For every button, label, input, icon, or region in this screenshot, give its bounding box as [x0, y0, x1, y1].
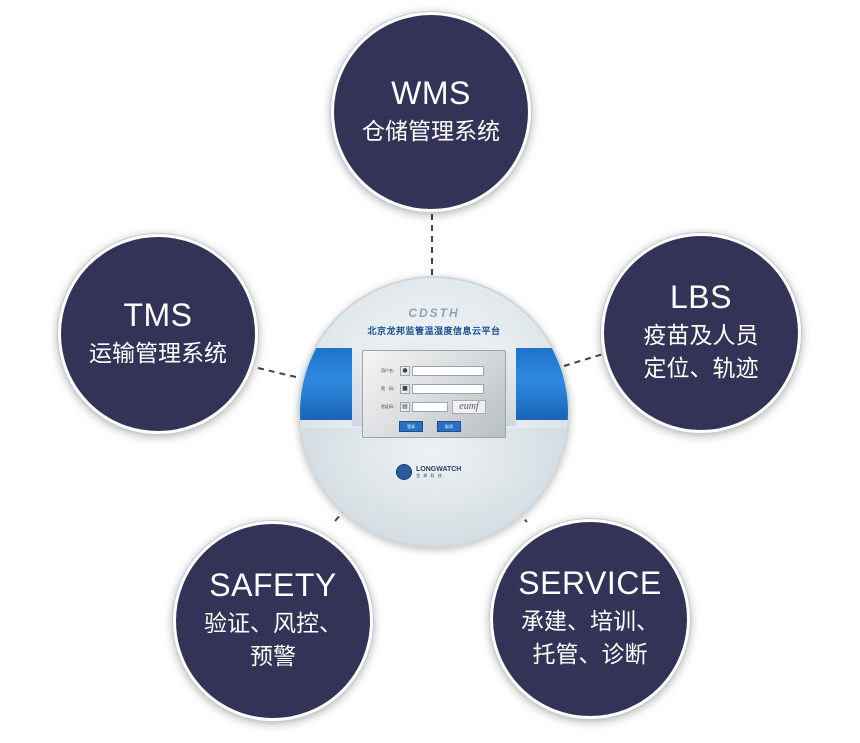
cancel-button[interactable]: 取消 [437, 421, 461, 432]
platform-title: 北京龙邦监管温湿度信息云平台 [367, 327, 501, 337]
node-service: SERVICE 承建、培训、 托管、诊断 [490, 519, 690, 719]
node-service-subtitle: 承建、培训、 托管、诊断 [521, 609, 659, 669]
node-service-title: SERVICE [518, 565, 662, 602]
password-label: 密 码： [381, 385, 397, 391]
node-tms-title: TMS [123, 296, 193, 333]
node-tms: TMS 运输管理系统 [58, 234, 258, 434]
node-lbs: LBS 疫苗及人员 定位、轨迹 [601, 233, 801, 433]
node-safety: SAFETY 验证、风控、 预警 [173, 521, 373, 721]
username-input[interactable] [412, 365, 484, 376]
captcha-input[interactable] [412, 401, 448, 412]
node-lbs-title: LBS [670, 279, 732, 316]
center-login-screenshot: CDSTH 北京龙邦监管温湿度信息云平台 用户名： ● 密 码： ■ 验证码： … [298, 276, 570, 548]
node-wms: WMS 仓储管理系统 [331, 12, 531, 212]
floor-background [300, 428, 568, 546]
user-icon: ● [400, 365, 410, 376]
brand-name: LONGWATCH [416, 465, 462, 473]
captcha-image: eumf [452, 399, 486, 414]
cdsth-logo: CDSTH [408, 306, 460, 320]
username-row: 用户名： ● [371, 365, 484, 376]
node-safety-title: SAFETY [209, 567, 337, 604]
lock-icon: ■ [400, 383, 410, 394]
node-safety-subtitle: 验证、风控、 预警 [204, 611, 342, 671]
password-row: 密 码： ■ [371, 383, 484, 394]
brand-subtitle: 龙 邦 科 技 [416, 472, 443, 478]
node-wms-title: WMS [391, 74, 471, 111]
captcha-row: 验证码： ▤ eumf [371, 399, 486, 414]
node-wms-subtitle: 仓储管理系统 [362, 118, 500, 145]
node-tms-subtitle: 运输管理系统 [89, 340, 227, 367]
username-label: 用户名： [381, 367, 397, 373]
connector-tms [257, 367, 301, 379]
captcha-label: 验证码： [381, 403, 397, 409]
login-button[interactable]: 登录 [399, 421, 423, 432]
connector-lbs [563, 353, 604, 367]
longwatch-brand: LONGWATCH 龙 邦 科 技 [396, 464, 461, 480]
globe-logo-icon [396, 464, 412, 480]
password-input[interactable] [412, 383, 484, 394]
login-panel: 用户名： ● 密 码： ■ 验证码： ▤ eumf 登录 取消 [362, 350, 506, 438]
keyboard-icon: ▤ [400, 401, 410, 412]
node-lbs-subtitle: 疫苗及人员 定位、轨迹 [643, 323, 759, 383]
